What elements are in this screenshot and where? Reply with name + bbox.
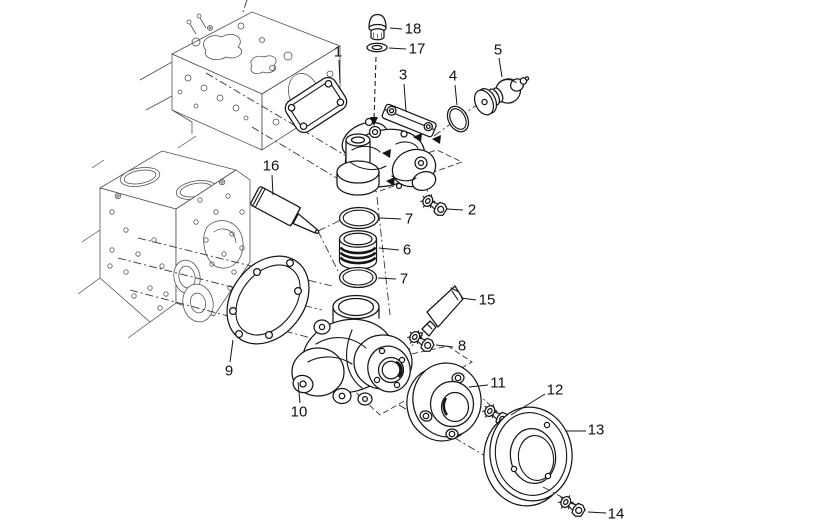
- callout-14: 14: [607, 505, 625, 523]
- callout-11: 11: [490, 374, 506, 392]
- part-pump-gasket-9: [226, 255, 310, 345]
- leader-lines: [229, 27, 607, 514]
- cylinder-block-casting: [77, 150, 251, 339]
- part-pulley-13: [483, 406, 573, 507]
- insertion-arrows: [370, 117, 441, 186]
- callout-8: 8: [457, 337, 467, 355]
- callout-1: 1: [333, 43, 343, 61]
- callout-12: 12: [546, 381, 564, 399]
- part-bolt-2: [417, 190, 450, 220]
- callout-9: 9: [224, 362, 234, 380]
- part-housing-gasket-1: [284, 76, 348, 134]
- part-o-ring-7-lower: [338, 266, 378, 289]
- part-o-ring-4: [446, 105, 470, 133]
- callout-5: 5: [493, 41, 503, 59]
- part-sleeve-6: [338, 230, 378, 270]
- callout-16: 16: [262, 157, 280, 175]
- callout-17: 17: [408, 40, 426, 58]
- callout-7-lower: 7: [399, 270, 409, 288]
- callout-15: 15: [478, 291, 496, 309]
- part-plug-18: [368, 13, 387, 41]
- part-sealant-tube-15: [418, 285, 464, 337]
- part-water-pump-10: [291, 294, 413, 406]
- part-o-ring-7-upper: [338, 206, 380, 230]
- callout-7-upper: 7: [404, 210, 414, 228]
- callout-2: 2: [467, 201, 477, 219]
- part-sealant-tube-16: [250, 186, 320, 234]
- callout-4: 4: [448, 67, 458, 85]
- part-thermostat-housing-3: [336, 103, 437, 196]
- part-hub-flange-11: [406, 362, 482, 442]
- callout-18: 18: [404, 20, 422, 38]
- callout-3: 3: [398, 66, 408, 84]
- callout-6: 6: [402, 241, 412, 259]
- callout-10: 10: [290, 403, 308, 421]
- part-thermostat-5: [473, 76, 530, 116]
- part-washer-17: [366, 42, 388, 53]
- callout-13: 13: [587, 421, 605, 439]
